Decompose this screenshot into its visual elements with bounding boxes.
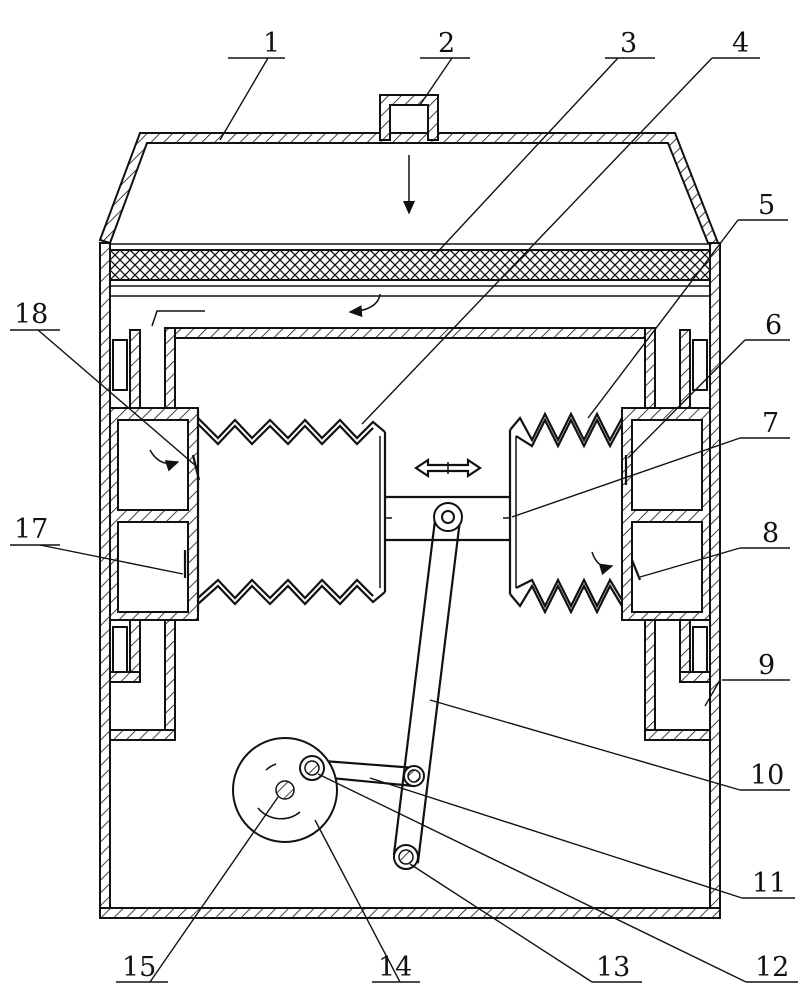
housing [98, 94, 721, 919]
callout-9: 9 [758, 650, 775, 681]
motion-arrow-icon [414, 457, 482, 479]
callout-13: 13 [596, 952, 630, 983]
hood-wall [98, 132, 720, 245]
linkage [232, 502, 463, 870]
callout-4: 4 [732, 28, 749, 59]
callout-15: 15 [122, 952, 156, 983]
callout-18: 18 [14, 299, 48, 330]
callout-2: 2 [438, 28, 455, 59]
left-valve-chambers [109, 407, 201, 621]
callout-3: 3 [620, 28, 637, 59]
callout-6: 6 [765, 310, 782, 341]
right-outer-wall [709, 242, 721, 919]
filter-layer [103, 249, 719, 281]
callout-12: 12 [755, 952, 789, 983]
callout-5: 5 [758, 190, 775, 221]
callout-labels: 1 2 3 4 5 6 7 8 9 10 11 12 13 14 15 17 1… [14, 28, 789, 983]
callout-8: 8 [762, 518, 779, 549]
channel-floor [174, 327, 646, 339]
piston-rod [385, 495, 510, 542]
right-bellows [508, 411, 623, 615]
leader-lines [10, 57, 798, 983]
callout-1: 1 [263, 28, 280, 59]
bottom-wall [99, 907, 721, 919]
inlet-pipe [379, 94, 439, 141]
flow-arrows [151, 155, 415, 327]
callout-17: 17 [14, 514, 48, 545]
callout-7: 7 [762, 408, 779, 439]
left-bellows [196, 410, 387, 612]
callout-10: 10 [750, 760, 784, 791]
callout-14: 14 [378, 952, 412, 983]
left-outer-wall [99, 242, 111, 919]
right-valve-chambers [591, 407, 711, 621]
callout-11: 11 [752, 868, 786, 899]
